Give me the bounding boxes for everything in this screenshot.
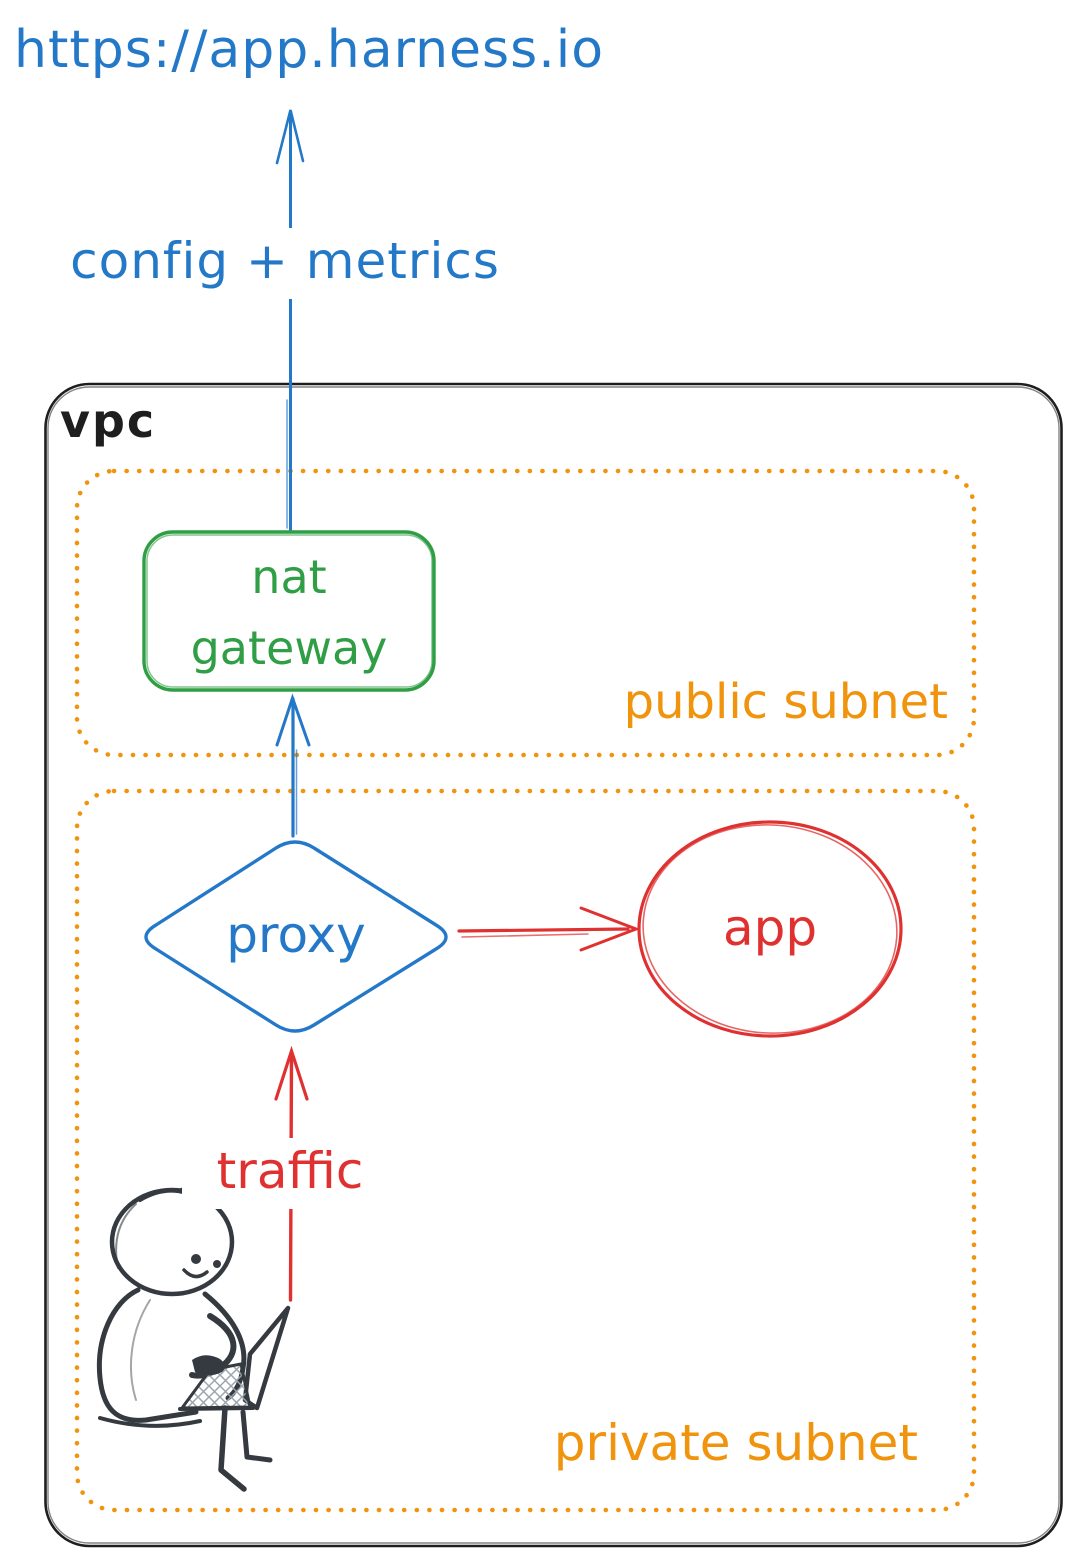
public-subnet-border: [74, 468, 977, 758]
leg: [240, 1409, 273, 1463]
traffic-arrow-label: traffic: [182, 1138, 398, 1209]
head: [109, 1187, 235, 1297]
proxy-diamond: [144, 840, 448, 1033]
arrowhead-up-icon: [275, 693, 311, 747]
external-url-label: https://app.harness.io: [14, 20, 605, 80]
arrow-proxy-to-app: [457, 906, 641, 952]
proxy-label: proxy: [226, 906, 366, 964]
app-label: app: [722, 899, 818, 957]
nat-gateway-label-line2: gateway: [190, 621, 388, 676]
config-metrics-arrow-label: config + metrics: [52, 228, 518, 299]
arrowhead-up-icon: [274, 1045, 309, 1101]
nat-gateway-box: [142, 530, 436, 692]
arrowhead-right-icon: [579, 906, 641, 952]
hand: [192, 1355, 226, 1376]
eye: [213, 1260, 221, 1268]
public-subnet-label: public subnet: [623, 674, 948, 730]
nat-gateway-label: nat gateway: [144, 542, 434, 685]
nat-gateway-label-line1: nat: [251, 550, 327, 604]
vpc-border: [44, 382, 1063, 1548]
eye: [191, 1254, 201, 1264]
person-with-laptop-illustration: [96, 1185, 291, 1492]
smile: [182, 1268, 209, 1279]
laptop-base: [178, 1406, 255, 1411]
private-subnet-label: private subnet: [553, 1414, 918, 1472]
vpc-label: vpc: [60, 394, 157, 448]
arrowhead-up-icon: [275, 109, 305, 165]
body: [96, 1287, 199, 1423]
arrow-proxy-to-nat: [275, 693, 311, 838]
leg: [218, 1405, 247, 1492]
laptop-screen: [242, 1305, 291, 1411]
seat-line: [98, 1416, 202, 1428]
arrow-nat-to-url: [275, 109, 305, 532]
